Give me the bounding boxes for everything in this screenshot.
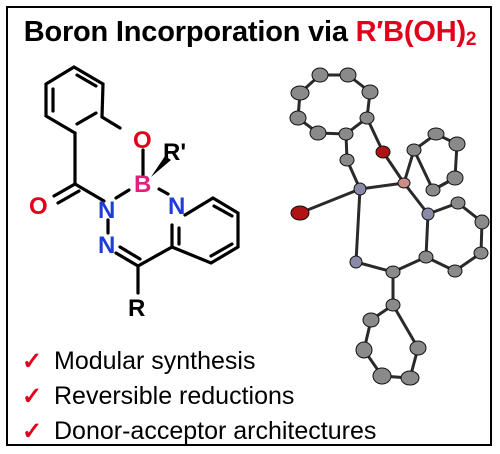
feature-list: ✓ Modular synthesis ✓ Reversible reducti…: [22, 344, 376, 449]
crystal-structure-image: [289, 67, 490, 386]
pyridine-inner-bond-2: [209, 242, 234, 258]
atom-boron: B: [134, 171, 151, 198]
atom-R-prime: R': [163, 139, 186, 166]
feature-label: Modular synthesis: [54, 347, 256, 375]
aryl-oxygen-bond: [100, 115, 122, 130]
atom-N-imine: N: [98, 232, 115, 259]
checkmark-icon: ✓: [22, 418, 43, 445]
atom-N-pyridine: N: [168, 193, 185, 220]
benzene-inner-bond-3: [75, 111, 98, 126]
feature-label: Reversible reductions: [54, 382, 295, 410]
boron-n-pyridine-bond: [157, 187, 170, 196]
atom-labels: O R' B N O N N R: [29, 127, 186, 322]
atom-N-amide: N: [98, 197, 115, 224]
carbonyl-double-bond-a: [52, 182, 77, 198]
atom-O-ring: O: [133, 127, 152, 154]
benzene-inner-bond-2: [75, 73, 98, 88]
chemical-structure: [44, 65, 240, 295]
imine-c-pyridine-bond: [136, 245, 174, 268]
boron-n-amide-bond: [114, 188, 131, 200]
atom-R: R: [128, 295, 145, 322]
pyridine-ring-bonds: [170, 196, 240, 265]
checkmark-icon: ✓: [22, 348, 43, 375]
imine-bond-a: [114, 251, 140, 268]
feature-item: ✓ Modular synthesis: [22, 344, 376, 379]
benzene-ring-bonds: [44, 65, 105, 135]
feature-item: ✓ Reversible reductions: [22, 379, 376, 414]
outer-frame: [6, 6, 492, 446]
title-reagent-subscript: 2: [465, 29, 477, 50]
imine-bond-b: [118, 245, 142, 261]
carbonyl-to-n-bond: [73, 182, 106, 203]
crystal-atoms: [289, 67, 490, 386]
title-prefix: Boron Incorporation via: [23, 16, 356, 48]
feature-label: Donor-acceptor architectures: [54, 417, 377, 445]
title-reagent: R′B(OH)2: [355, 16, 477, 50]
feature-item: ✓ Donor-acceptor architectures: [22, 414, 376, 449]
pyridine-inner-bond-1: [212, 204, 234, 218]
stereo-wedge-bond: [151, 156, 171, 177]
title-reagent-main: R′B(OH): [355, 16, 466, 48]
carbonyl-double-bond-b: [56, 189, 81, 205]
page-title: Boron Incorporation via R′B(OH)2: [0, 16, 500, 49]
crystal-bonds: [296, 73, 484, 380]
checkmark-icon: ✓: [22, 383, 43, 410]
atom-O-carbonyl: O: [29, 193, 48, 220]
